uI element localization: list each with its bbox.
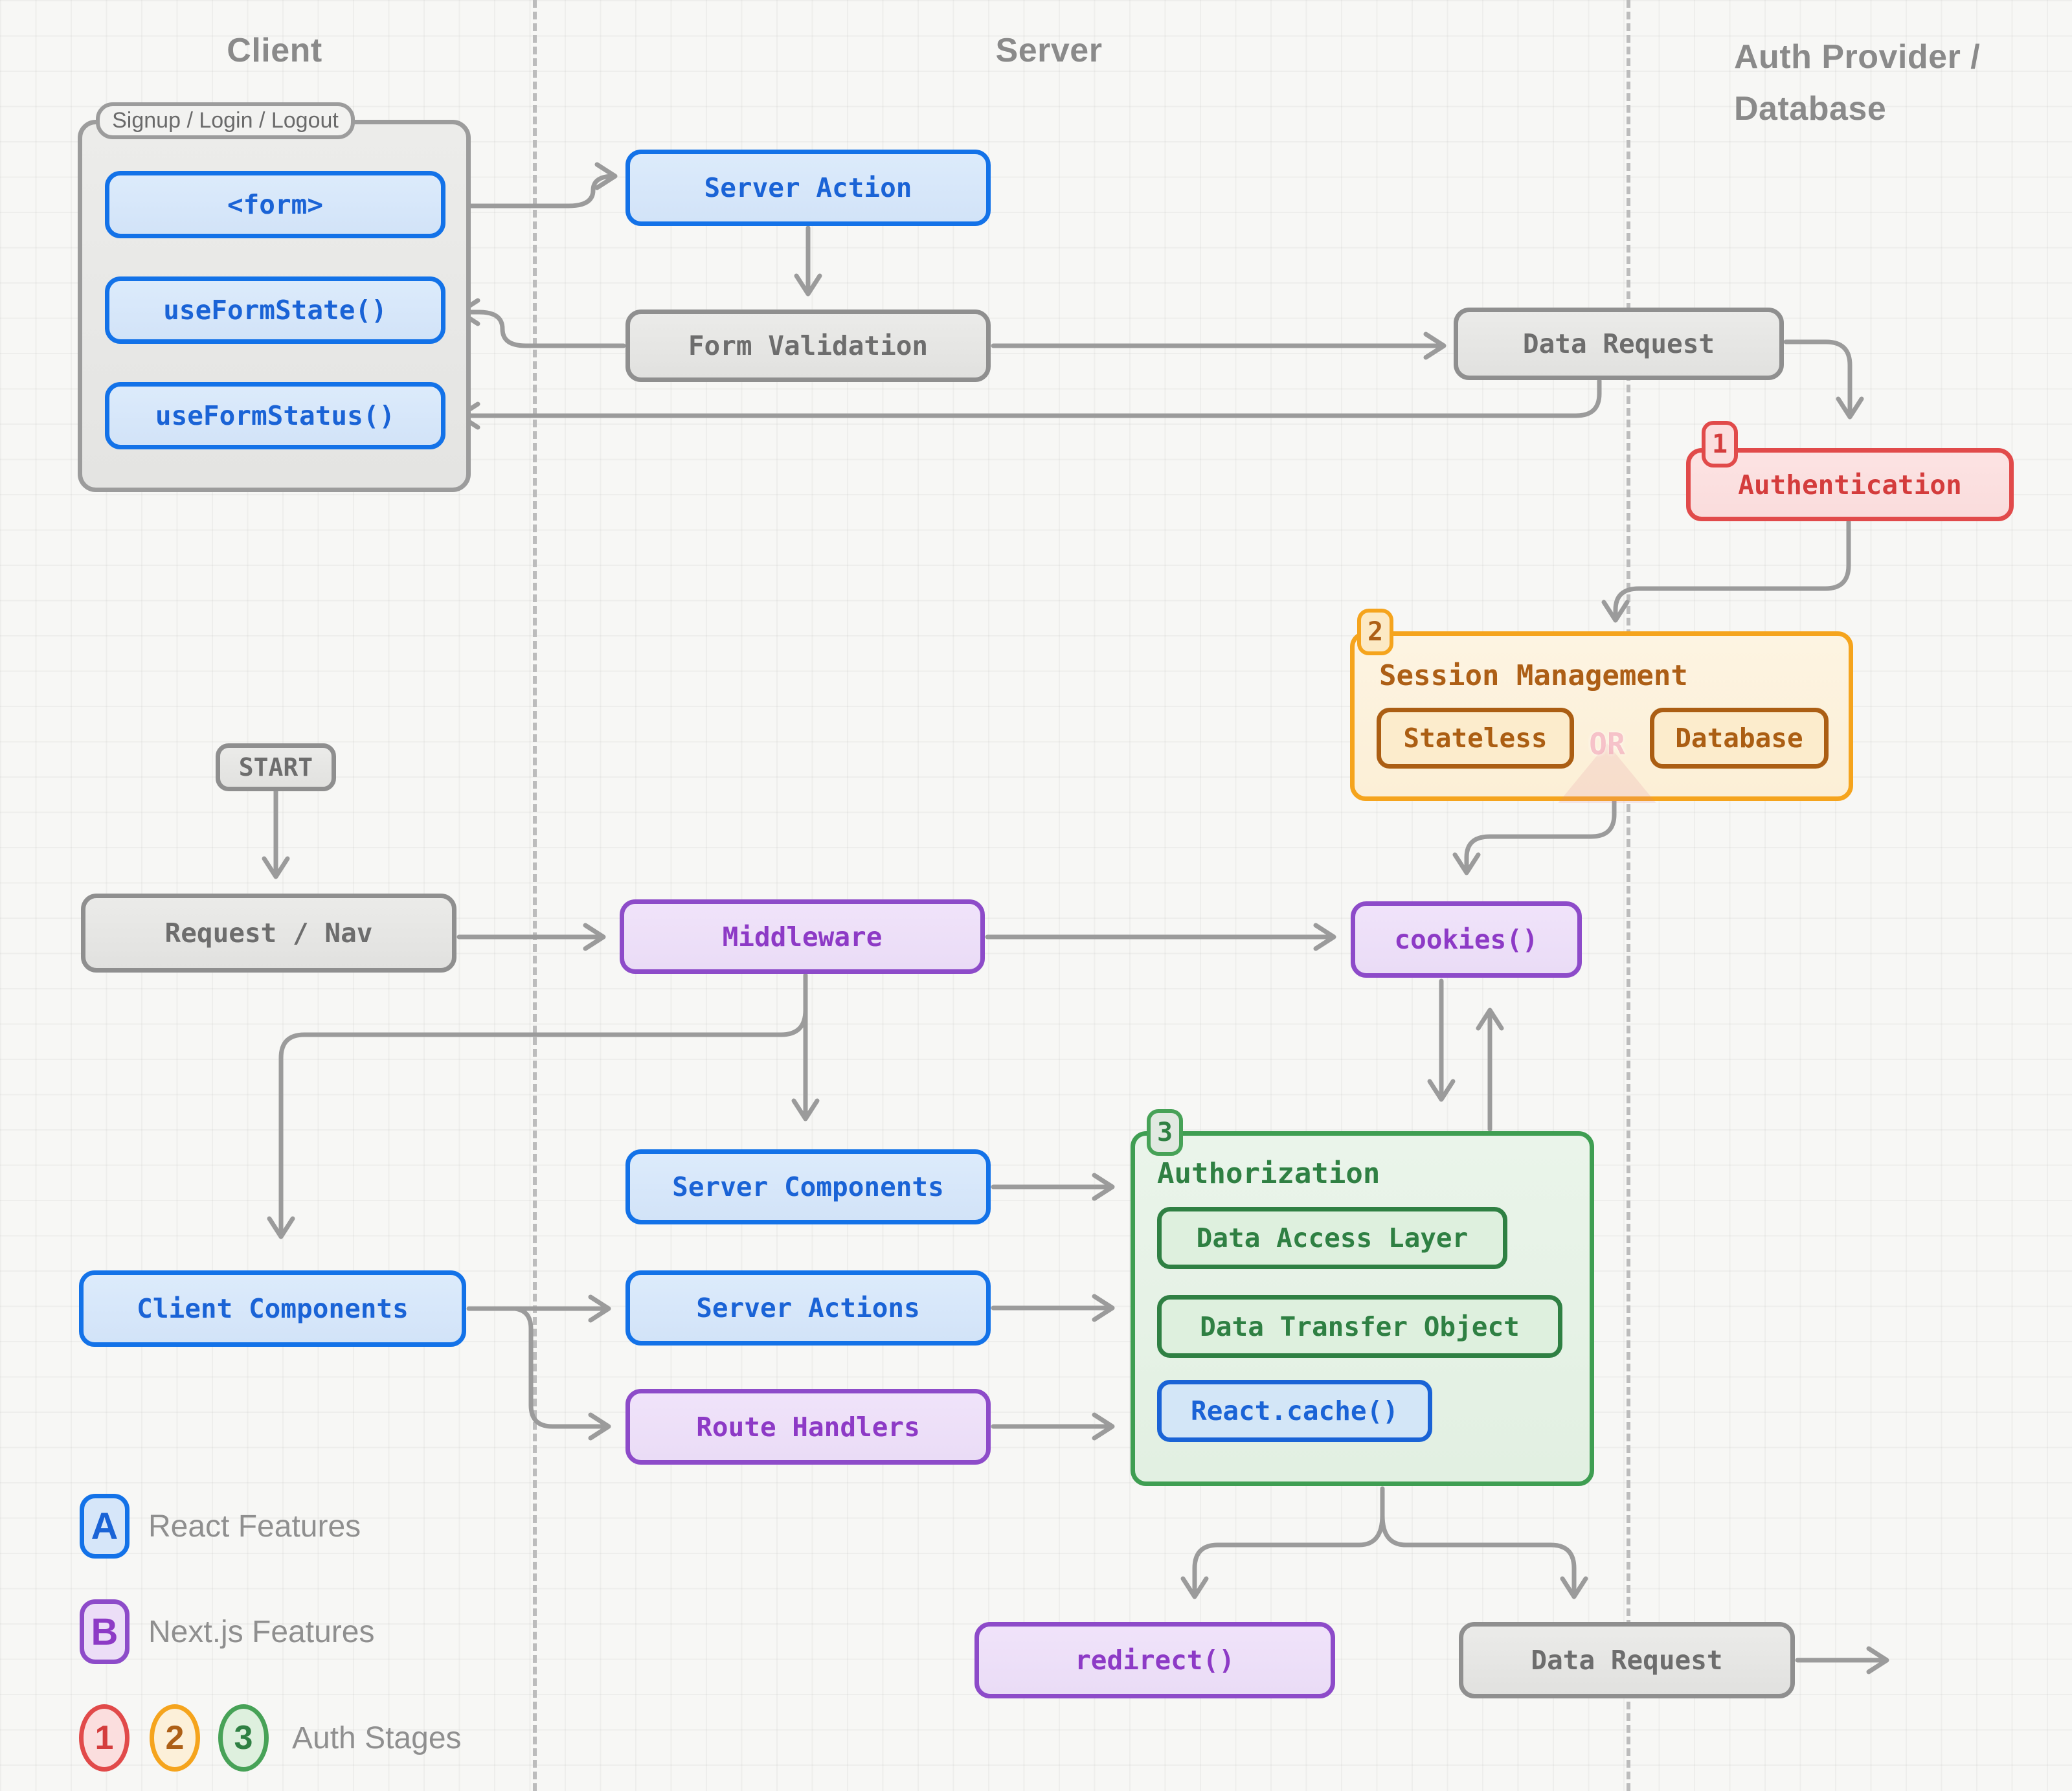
server-actions-node: Server Actions xyxy=(625,1270,991,1346)
legend-nextjs-badge: B xyxy=(80,1599,130,1664)
auth-provider-line1: Auth Provider / xyxy=(1734,38,1981,76)
wire-data-request-to-useformstatus xyxy=(457,378,1602,430)
legend-stage-2-circle: 2 xyxy=(150,1704,200,1772)
legend-react-badge: A xyxy=(80,1494,130,1559)
wire-authorization-to-data-request xyxy=(1380,1513,1588,1599)
data-transfer-object-node: Data Transfer Object xyxy=(1157,1295,1562,1358)
data-request-top-node: Data Request xyxy=(1454,308,1784,380)
useformstate-node: useFormState() xyxy=(105,276,445,344)
form-node: <form> xyxy=(105,171,445,238)
server-components-node: Server Components xyxy=(625,1149,991,1224)
column-header-client: Client xyxy=(227,32,322,69)
wire-form-validation-to-useformstate xyxy=(457,298,626,348)
authentication-node: Authentication xyxy=(1686,448,2014,521)
auth-stage-2-badge: 2 xyxy=(1357,609,1393,655)
wire-authentication-to-session xyxy=(1601,519,1851,623)
auth-provider-line2: Database xyxy=(1734,90,1887,128)
legend-stage-1-circle: 1 xyxy=(79,1704,130,1772)
wire-form-to-server-action xyxy=(444,162,618,208)
legend-stage-3-circle: 3 xyxy=(218,1704,269,1772)
wire-data-request-to-authentication xyxy=(1783,339,1864,420)
stateless-node: Stateless xyxy=(1377,708,1574,769)
database-node: Database xyxy=(1650,708,1829,769)
client-components-node: Client Components xyxy=(79,1270,466,1347)
session-management-title: Session Management xyxy=(1379,659,1688,692)
authorization-title: Authorization xyxy=(1157,1157,1380,1190)
client-server-divider xyxy=(533,0,537,1791)
auth-stage-3-badge: 3 xyxy=(1147,1109,1183,1156)
legend-react-label: React Features xyxy=(148,1509,361,1544)
legend-stages-label: Auth Stages xyxy=(292,1720,462,1755)
column-header-auth-provider: Auth Provider / Database xyxy=(1734,31,2045,135)
data-request-bottom-node: Data Request xyxy=(1459,1622,1795,1698)
redirect-node: redirect() xyxy=(974,1622,1335,1698)
cookies-node: cookies() xyxy=(1351,901,1582,978)
wire-authorization-to-redirect xyxy=(1180,1513,1385,1599)
wire-session-to-cookies xyxy=(1452,798,1617,875)
useformstatus-node: useFormStatus() xyxy=(105,382,445,449)
column-header-server: Server xyxy=(995,32,1103,69)
route-handlers-node: Route Handlers xyxy=(625,1389,991,1465)
legend-nextjs-label: Next.js Features xyxy=(148,1614,375,1649)
auth-stage-1-badge: 1 xyxy=(1702,421,1738,467)
start-node: START xyxy=(216,743,336,791)
react-cache-node: React.cache() xyxy=(1157,1380,1432,1442)
server-authprovider-divider xyxy=(1627,0,1630,1791)
signup-login-logout-tab: Signup / Login / Logout xyxy=(96,102,355,139)
request-nav-node: Request / Nav xyxy=(81,894,456,973)
data-access-layer-node: Data Access Layer xyxy=(1157,1207,1507,1269)
wire-middleware-to-client-components xyxy=(267,1008,808,1239)
middleware-node: Middleware xyxy=(620,899,985,974)
server-action-node: Server Action xyxy=(625,150,991,226)
wire-client-components-to-route-handlers xyxy=(512,1306,611,1441)
form-validation-node: Form Validation xyxy=(625,310,991,382)
